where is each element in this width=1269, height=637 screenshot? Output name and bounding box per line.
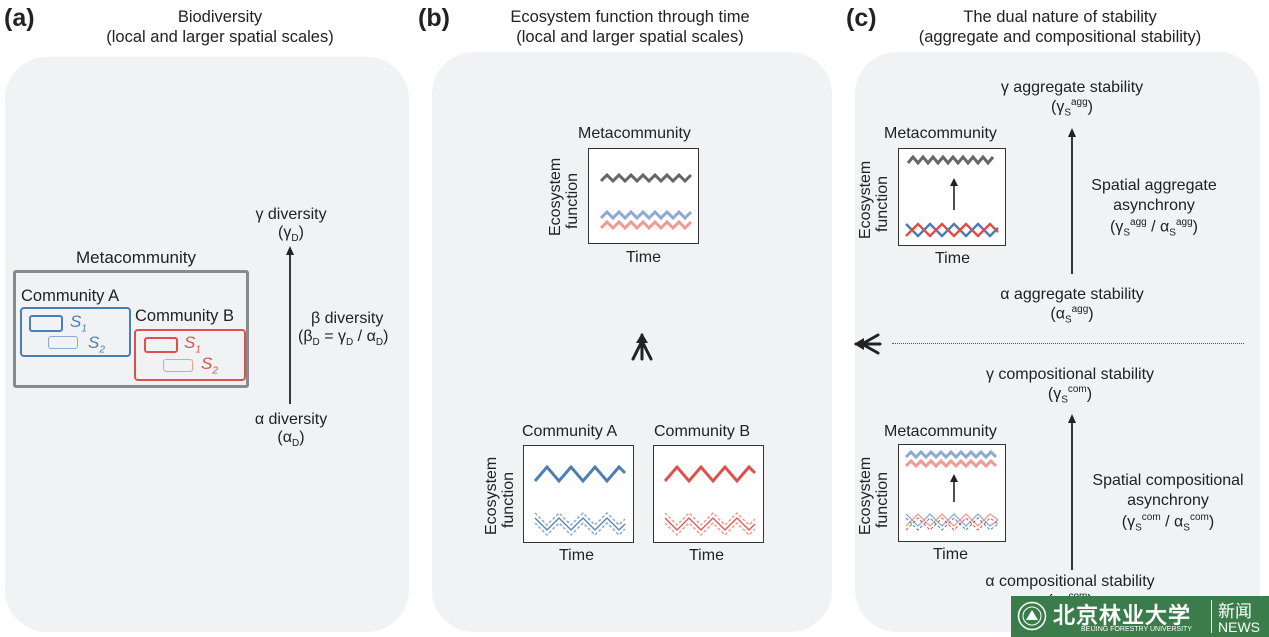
meta-blue-line <box>599 209 693 221</box>
alpha-aggregate-stability: α aggregate stability (αSagg) <box>972 286 1172 326</box>
panel-a-background <box>5 57 409 632</box>
panel-b-community-b-lines <box>663 464 757 537</box>
gamma-diversity-symbol: (γD) <box>278 224 304 245</box>
metacommunity-label: Metacommunity <box>76 248 196 267</box>
news-label-en: NEWS <box>1218 619 1260 635</box>
metacommunity-box <box>13 270 249 388</box>
panel-c-agg-metacommunity-title: Metacommunity <box>884 125 997 142</box>
com-red-line <box>904 458 998 469</box>
com-blue-line <box>904 449 998 460</box>
agg-blue-line <box>905 222 999 238</box>
community-a-box <box>20 307 131 357</box>
community-b-species1-rect <box>144 337 178 353</box>
community-b-box <box>134 329 246 381</box>
comm-a-light-line-3 <box>534 521 626 537</box>
panel-b-metacommunity-plot <box>588 148 699 244</box>
comm-b-dark-line <box>663 464 757 484</box>
com-cross-4 <box>905 517 999 531</box>
com-cross-3 <box>905 517 999 531</box>
com-cross-2 <box>905 513 999 527</box>
panel-c-com-metacommunity-title: Metacommunity <box>884 423 997 440</box>
community-b-label: Community B <box>135 307 235 325</box>
community-a-label: Community A <box>21 287 120 305</box>
spatial-aggregate-asynchrony: Spatial aggregate asynchrony (γSagg / αS… <box>1075 177 1233 239</box>
community-a-species2-label: S2 <box>88 333 105 356</box>
community-b-species2-label: S2 <box>201 354 218 377</box>
divider-dotted-line <box>892 343 1244 344</box>
panel-c-com-xlabel: Time <box>933 546 968 563</box>
gamma-aggregate-stability: γ aggregate stability (γSagg) <box>972 79 1172 119</box>
community-a-species2-rect <box>48 336 78 349</box>
compositional-arrow <box>1068 414 1076 570</box>
panel-a-title-line2: (local and larger spatial scales) <box>106 28 334 46</box>
panel-b-community-a-lines <box>533 464 627 537</box>
community-b-species1-label: S1 <box>184 333 201 356</box>
alpha-diversity-label: α diversity (αD) <box>236 411 346 449</box>
panel-b-meta-ylabel: Ecosystem function <box>547 157 581 236</box>
comm-a-light-line-2 <box>534 517 626 531</box>
split-arrow-icon <box>854 333 882 355</box>
beta-diversity-label: β diversity (βD = γD / αD) <box>298 310 389 349</box>
panel-c-title-line1: The dual nature of stability <box>963 8 1157 26</box>
comm-b-light-line-3 <box>664 521 756 537</box>
panel-b-comm-a-ylabel: Ecosystem function <box>483 456 517 535</box>
panel-b-metacommunity-title: Metacommunity <box>578 125 691 142</box>
panel-c-agg-ylabel: Ecosystem function <box>857 160 891 239</box>
spatial-com-formula: (γScom / αScom) <box>1121 512 1215 534</box>
merge-arrow-icon <box>631 333 653 361</box>
panel-c-agg-xlabel: Time <box>935 250 970 267</box>
panel-b-community-a-title: Community A <box>522 423 618 440</box>
university-name-en: BEIJING FORESTRY UNIVERSITY <box>1081 626 1192 633</box>
panel-b-community-b-title: Community B <box>654 423 751 440</box>
community-b-species2-rect <box>163 359 193 372</box>
gamma-diversity-label: γ diversity (γD) <box>236 206 346 244</box>
panel-c-com-ylabel: Ecosystem function <box>857 456 891 535</box>
panel-b-title-line2: (local and larger spatial scales) <box>516 28 744 46</box>
panel-b-title-line1: Ecosystem function through time <box>510 8 750 26</box>
alpha-agg-symbol: (αSagg) <box>1050 304 1094 326</box>
diversity-arrow <box>286 246 294 404</box>
agg-gray-line <box>906 154 995 166</box>
panel-a-title: Biodiversity (local and larger spatial s… <box>60 7 380 47</box>
panel-b-title: Ecosystem function through time (local a… <box>470 7 790 47</box>
panel-a-letter: (a) <box>4 4 35 32</box>
spatial-compositional-asynchrony: Spatial compositional asynchrony (γScom … <box>1075 472 1261 534</box>
panel-b-meta-xlabel: Time <box>626 249 661 266</box>
university-logo-icon <box>1017 601 1047 631</box>
spatial-agg-formula: (γSagg / αSagg) <box>1110 217 1198 239</box>
panel-b-comm-b-xlabel: Time <box>689 547 724 564</box>
community-a-species1-label: S1 <box>70 312 87 335</box>
panel-b-letter: (b) <box>418 4 450 32</box>
panel-b-metacommunity-lines <box>599 172 693 231</box>
panel-c-letter: (c) <box>846 4 877 32</box>
gamma-agg-symbol: (γSagg) <box>1050 97 1093 119</box>
comm-b-light-line-2 <box>664 517 756 531</box>
watermark-divider <box>1211 600 1212 633</box>
meta-gray-line <box>599 172 693 184</box>
aggregate-arrow <box>1068 128 1076 274</box>
news-label-cn: 新闻 <box>1218 602 1252 621</box>
comm-a-dark-line <box>533 464 627 484</box>
panel-c-com-lines <box>904 449 999 531</box>
panel-a-title-line1: Biodiversity <box>177 8 263 26</box>
comm-a-light-line-1 <box>534 511 626 527</box>
meta-red-line <box>599 219 693 231</box>
panel-c-agg-lines <box>905 154 999 238</box>
community-a-species1-rect <box>29 315 63 332</box>
beta-diversity-formula: (βD = γD / αD) <box>298 328 389 349</box>
agg-red-line <box>905 222 999 238</box>
news-watermark: 北京林业大学 BEIJING FORESTRY UNIVERSITY 新闻 NE… <box>1011 596 1269 637</box>
panel-c-title-line2: (aggregate and compositional stability) <box>918 28 1202 46</box>
alpha-diversity-symbol: (αD) <box>277 429 305 450</box>
panel-c-title: The dual nature of stability (aggregate … <box>890 7 1230 47</box>
panel-b-comm-a-xlabel: Time <box>559 547 594 564</box>
gamma-com-symbol: (γScom) <box>1047 384 1093 406</box>
university-name-cn: 北京林业大学 <box>1053 603 1192 629</box>
gamma-compositional-stability: γ compositional stability (γScom) <box>960 366 1180 406</box>
comm-b-light-line-1 <box>664 511 756 527</box>
